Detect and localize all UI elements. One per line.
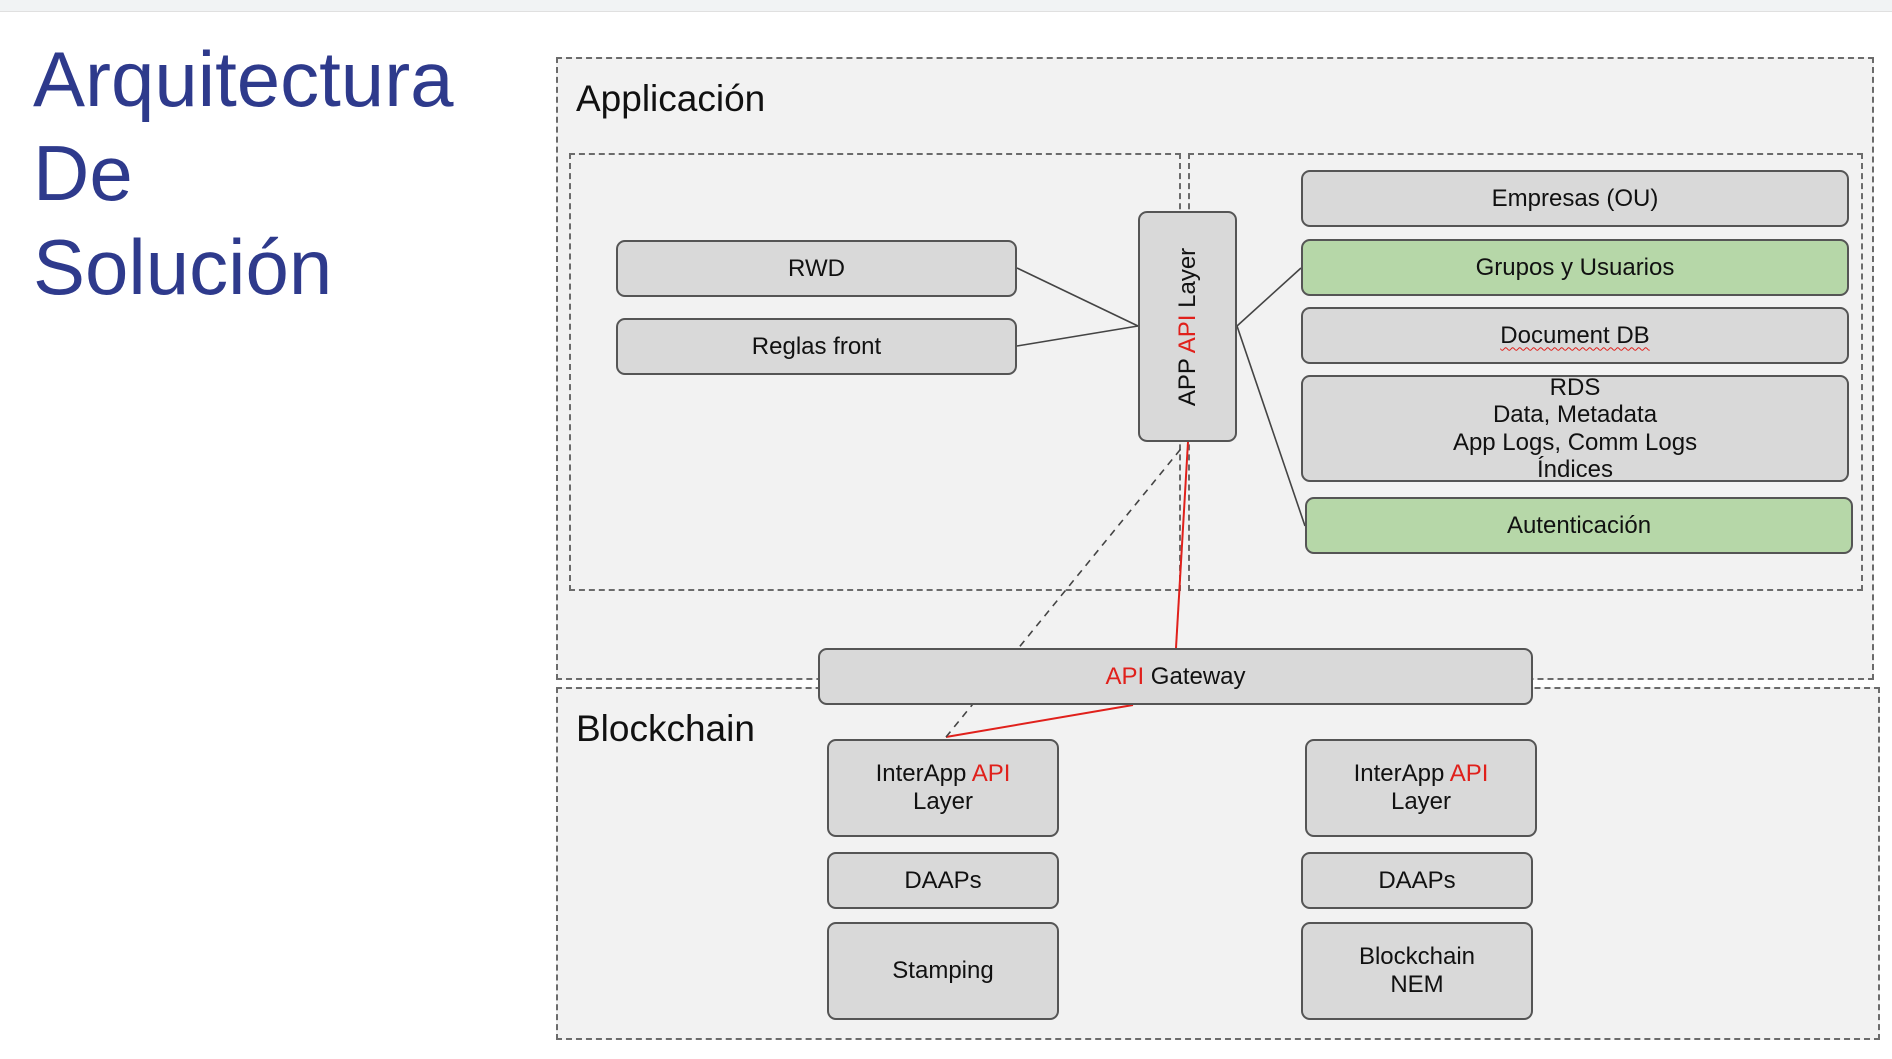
daaps-left-label: DAAPs xyxy=(904,866,982,894)
daaps-right-box: DAAPs xyxy=(1301,852,1533,909)
autenticacion-label: Autenticación xyxy=(1506,511,1652,539)
grupos-usuarios-box: Grupos y Usuarios xyxy=(1301,239,1849,296)
document-db-label: Document DB xyxy=(1500,321,1650,349)
window-top-bar xyxy=(0,0,1892,12)
rds-line-2: Data, Metadata xyxy=(1492,401,1658,429)
app-api-layer-box: APP API Layer xyxy=(1138,211,1237,442)
blockchain-nem-label: Blockchain NEM xyxy=(1358,943,1476,998)
slide-title-line-3: Solución xyxy=(33,223,333,311)
api-gateway-box: API Gateway xyxy=(818,648,1533,705)
app-api-layer-label: APP API Layer xyxy=(1173,247,1201,406)
rwd-label: RWD xyxy=(788,254,845,282)
rds-text: RDS Data, Metadata App Logs, Comm Logs Í… xyxy=(1453,374,1697,482)
slide-title-line-1: Arquitectura xyxy=(33,35,454,123)
interapp-api-layer-right-box: InterApp API Layer xyxy=(1305,739,1537,837)
autenticacion-box: Autenticación xyxy=(1305,497,1853,554)
slide-title-line-2: De xyxy=(33,129,133,217)
reglas-front-box: Reglas front xyxy=(616,318,1017,375)
rds-line-4: Índices xyxy=(1536,455,1614,483)
blockchain-label: Blockchain xyxy=(576,708,755,749)
rds-line-1: RDS xyxy=(1549,374,1601,402)
reglas-front-label: Reglas front xyxy=(751,332,882,360)
rds-line-3: App Logs, Comm Logs xyxy=(1452,428,1698,456)
document-db-box: Document DB xyxy=(1301,307,1849,364)
blockchain-nem-box: Blockchain NEM xyxy=(1301,922,1533,1020)
daaps-left-box: DAAPs xyxy=(827,852,1059,909)
application-label: Applicación xyxy=(576,78,766,119)
rds-box: RDS Data, Metadata App Logs, Comm Logs Í… xyxy=(1301,374,1849,483)
stamping-label: Stamping xyxy=(892,957,994,985)
stamping-box: Stamping xyxy=(827,922,1059,1020)
daaps-right-label: DAAPs xyxy=(1378,866,1456,894)
empresas-label: Empresas (OU) xyxy=(1491,184,1659,212)
empresas-box: Empresas (OU) xyxy=(1301,170,1849,227)
interapp-api-layer-right-label: InterApp API Layer xyxy=(1353,760,1489,815)
blockchain-region xyxy=(556,687,1880,1040)
interapp-api-layer-left-label: InterApp API Layer xyxy=(875,760,1011,815)
grupos-usuarios-label: Grupos y Usuarios xyxy=(1475,253,1675,281)
rwd-box: RWD xyxy=(616,240,1017,297)
api-gateway-label: API Gateway xyxy=(1105,662,1246,690)
interapp-api-layer-left-box: InterApp API Layer xyxy=(827,739,1059,837)
